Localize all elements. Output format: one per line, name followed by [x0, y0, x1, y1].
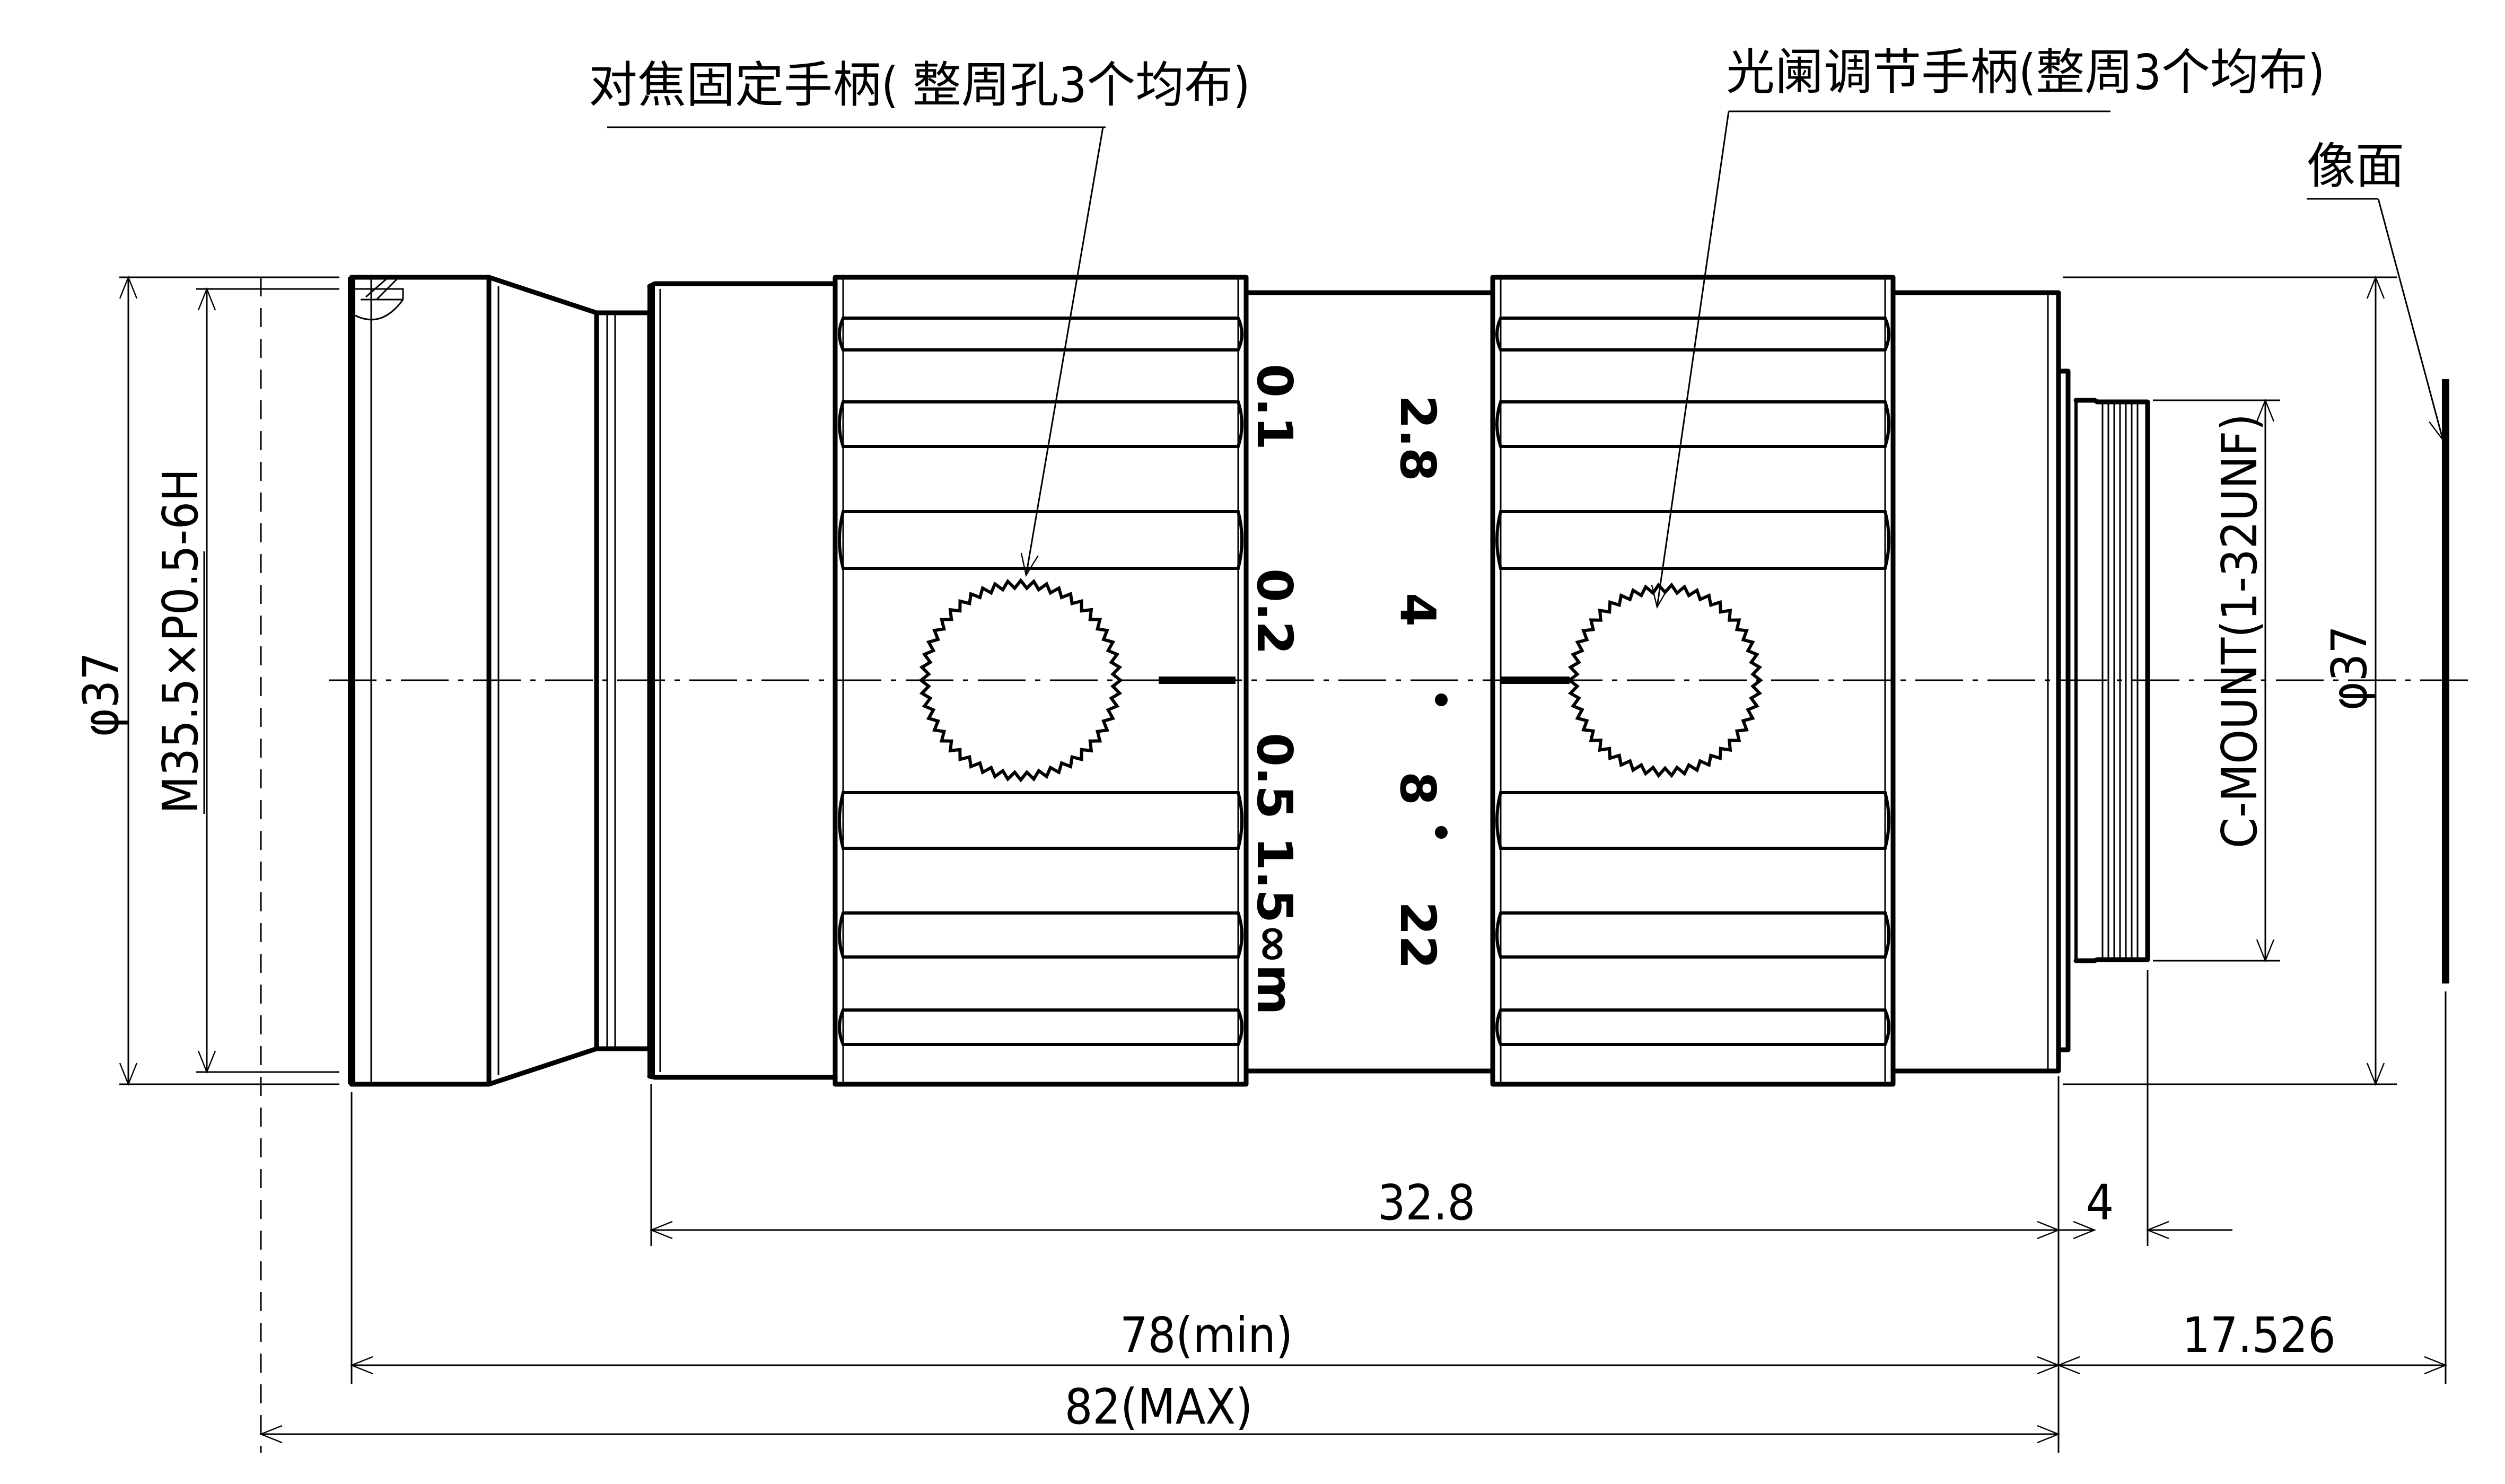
dim-total-min: 78(min): [1120, 1307, 1293, 1364]
extension-lines: [119, 276, 2447, 1453]
dim-back-focus: 17.526: [2182, 1307, 2336, 1364]
image-plane-callout: 像面: [2307, 138, 2447, 442]
iris-scale-0: 2.8: [1389, 395, 1446, 481]
focus-scale-2: 0.5: [1246, 733, 1303, 819]
ring-flute: [1495, 400, 1890, 448]
front-ring: [348, 275, 492, 1087]
dim-outer-dia-left: φ37: [73, 652, 129, 737]
iris-scale-dot: [1435, 826, 1448, 839]
ring-flute: [838, 1008, 1243, 1046]
focus-lock-knob: [918, 578, 1123, 783]
dimension-lines: [119, 275, 2448, 1444]
c-mount-thread: [2073, 398, 2150, 963]
focus-scale: 0.1 0.2 0.5 1.5 ∞m: [1246, 364, 1303, 1015]
focus-handle-label: 对焦固定手柄( 整周孔3个均布): [589, 57, 1250, 113]
ring-flute: [1495, 911, 1890, 959]
focus-scale-3: 1.5: [1246, 837, 1303, 923]
dim-total-max: 82(MAX): [1065, 1378, 1253, 1435]
focus-handle-callout: 对焦固定手柄( 整周孔3个均布): [589, 57, 1250, 577]
iris-scale-2: 8: [1389, 771, 1446, 805]
focus-ring: [833, 275, 1249, 1087]
focus-scale-4: ∞m: [1246, 924, 1303, 1015]
dim-c-mount: C-MOUNT(1-32UNF): [2211, 414, 2268, 848]
iris-scale-dot: [1435, 693, 1448, 706]
dim-outer-dia-right: φ37: [2321, 626, 2378, 710]
iris-scale-3: 22: [1389, 901, 1446, 969]
ring-flute: [838, 400, 1243, 448]
iris-scale: 2.8 4 8 22: [1389, 395, 1448, 969]
ring-flute: [1495, 791, 1890, 850]
ring-flute: [838, 911, 1243, 959]
dim-flange-length: 4: [2086, 1174, 2114, 1231]
dim-front-thread: M35.5×P0.5-6H: [152, 469, 209, 814]
ring-flute: [838, 791, 1243, 850]
image-plane-label: 像面: [2307, 138, 2404, 195]
ring-flute: [1495, 510, 1890, 570]
iris-ring: [1490, 275, 1896, 1087]
ring-flute: [1495, 317, 1890, 352]
iris-handle-callout: 光阑调节手柄(整周3个均布): [1651, 44, 2325, 609]
focus-scale-0: 0.1: [1246, 364, 1303, 450]
dim-body-length: 32.8: [1378, 1174, 1475, 1231]
iris-scale-1: 4: [1389, 593, 1446, 627]
ring-flute: [838, 317, 1243, 352]
focus-scale-1: 0.2: [1246, 568, 1303, 655]
ring-flute: [838, 510, 1243, 570]
ring-flute: [1495, 1008, 1890, 1046]
iris-handle-label: 光阑调节手柄(整周3个均布): [1726, 44, 2325, 101]
main-barrel: [647, 281, 2071, 1080]
